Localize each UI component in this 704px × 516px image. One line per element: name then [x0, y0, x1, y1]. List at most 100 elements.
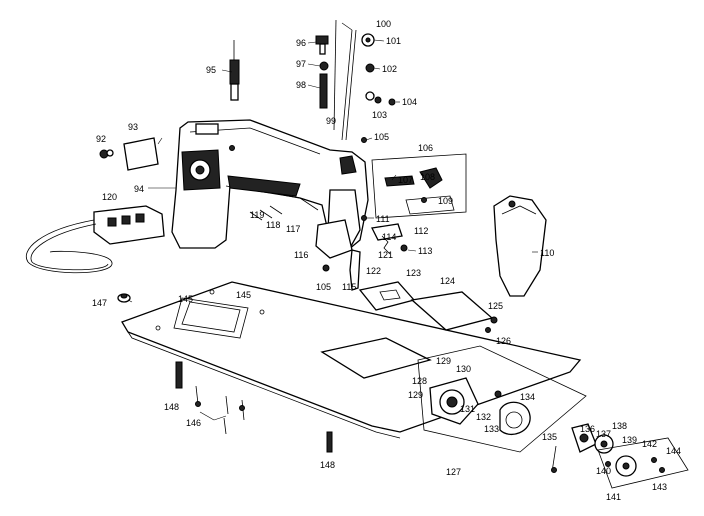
- label-147: 147: [92, 298, 107, 308]
- part-97-collar: [319, 61, 329, 71]
- label-129-upper: 129: [436, 356, 451, 366]
- part-99-presser-bar: [333, 19, 357, 141]
- label-148-bottom: 148: [320, 460, 335, 470]
- label-122: 122: [366, 266, 381, 276]
- part-95-spool-pin: [229, 40, 240, 101]
- part-117-screws: [249, 205, 283, 221]
- label-121: 121: [378, 250, 393, 260]
- part-101-cap: [361, 33, 375, 47]
- part-92-screw: [99, 149, 114, 159]
- label-130: 130: [456, 364, 471, 374]
- label-120: 120: [102, 192, 117, 202]
- label-129-lower: 129: [408, 390, 423, 400]
- label-101: 101: [386, 36, 401, 46]
- label-124: 124: [440, 276, 455, 286]
- label-116: 116: [294, 250, 308, 260]
- part-147-foot: [117, 293, 131, 303]
- label-113: 113: [418, 246, 432, 256]
- label-110: 110: [540, 248, 554, 258]
- label-138: 138: [612, 421, 627, 431]
- label-107: 107: [398, 175, 413, 185]
- part-106-assembly: [371, 153, 467, 219]
- part-labels: 92 93 94 95 96 97 98 99 100 101 102 103 …: [92, 19, 681, 502]
- label-148-left: 148: [164, 402, 179, 412]
- label-105-lower: 105: [316, 282, 331, 292]
- label-127: 127: [446, 467, 461, 477]
- machine-body: [171, 119, 369, 251]
- part-105-screw-top: [361, 137, 367, 143]
- label-140: 140: [596, 466, 611, 476]
- bed-cover: [320, 337, 432, 379]
- label-106: 106: [418, 143, 433, 153]
- label-94: 94: [134, 184, 144, 194]
- label-142: 142: [642, 439, 657, 449]
- label-131: 131: [460, 404, 475, 414]
- part-140-screw: [605, 461, 611, 467]
- label-133: 133: [484, 424, 499, 434]
- part-111-screw: [361, 215, 367, 221]
- label-125: 125: [488, 301, 503, 311]
- label-143: 143: [652, 482, 667, 492]
- label-109: 109: [438, 196, 453, 206]
- label-96: 96: [296, 38, 306, 48]
- part-102-nut: [365, 63, 375, 73]
- label-117: 117: [286, 224, 300, 234]
- label-93: 93: [128, 122, 138, 132]
- label-112: 112: [414, 226, 428, 236]
- part-110-face-cover: [493, 195, 547, 297]
- part-126-screw: [485, 327, 491, 333]
- label-100: 100: [376, 19, 391, 29]
- leader-lines: [127, 22, 538, 421]
- label-115: 115: [342, 282, 356, 292]
- label-132: 132: [476, 412, 491, 422]
- part-104-screw: [388, 98, 396, 106]
- label-92: 92: [96, 134, 106, 144]
- head-mechanism: [315, 155, 361, 291]
- label-146: 146: [186, 418, 201, 428]
- part-148-spring-left: [175, 361, 183, 389]
- part-114-spring: [381, 235, 391, 255]
- label-145-left: 145: [178, 294, 193, 304]
- label-105-top: 105: [374, 132, 389, 142]
- label-103: 103: [372, 110, 387, 120]
- label-97: 97: [296, 59, 306, 69]
- label-145-right: 145: [236, 290, 251, 300]
- label-139: 139: [622, 435, 637, 445]
- label-123: 123: [406, 268, 421, 278]
- part-127-hook-assembly: [417, 345, 587, 453]
- part-124-slide-plate: [410, 291, 494, 331]
- part-146-screws: [195, 385, 245, 435]
- label-136: 136: [580, 424, 595, 434]
- label-111: 111: [376, 214, 390, 224]
- part-96-screw: [315, 35, 329, 55]
- label-126: 126: [496, 336, 511, 346]
- part-135-pin: [551, 445, 557, 473]
- label-137: 137: [596, 429, 611, 439]
- label-102: 102: [382, 64, 397, 74]
- label-108: 108: [420, 172, 435, 182]
- label-114: 114: [382, 232, 396, 242]
- part-123-throat-plate: [358, 281, 416, 311]
- label-128: 128: [412, 376, 427, 386]
- part-120-controller: [26, 205, 165, 274]
- label-135: 135: [542, 432, 557, 442]
- part-112-lever: [371, 223, 403, 241]
- label-104: 104: [402, 97, 417, 107]
- part-125-screw: [490, 316, 498, 324]
- part-98-spring: [319, 73, 328, 109]
- part-148-spring-bottom: [326, 431, 333, 453]
- label-134: 134: [520, 392, 535, 402]
- label-119: 119: [250, 210, 264, 220]
- part-113-screw: [400, 244, 408, 252]
- label-141: 141: [606, 492, 621, 502]
- label-118: 118: [266, 220, 280, 230]
- part-141-group: [597, 437, 689, 489]
- part-93-cover: [123, 137, 159, 171]
- label-99: 99: [326, 116, 336, 126]
- label-144: 144: [666, 446, 681, 456]
- part-105-screw-lower: [322, 264, 330, 272]
- part-103-guide: [365, 91, 382, 104]
- label-98: 98: [296, 80, 306, 90]
- label-95: 95: [206, 65, 216, 75]
